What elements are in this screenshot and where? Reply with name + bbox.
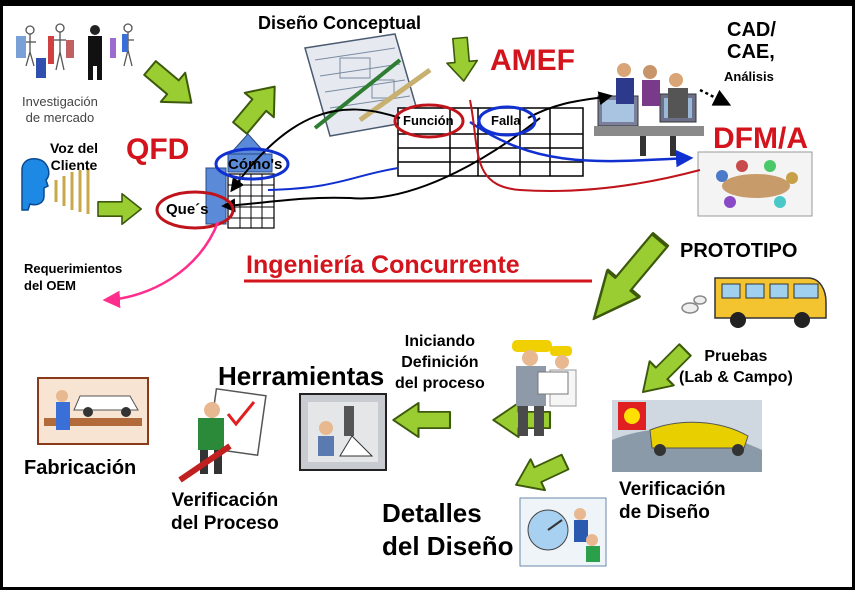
green-arrow-dfma-to-process-definition	[576, 224, 678, 334]
label-tooling: Herramientas	[218, 361, 385, 391]
lab-and-field-testing-illustration	[612, 400, 762, 472]
prototype-bus-illustration	[681, 277, 827, 328]
qfd-house-of-quality-matrix	[205, 133, 275, 229]
market-research-people-illustration	[16, 23, 134, 80]
title-concurrent-engineering: Ingeniería Concurrente	[246, 251, 520, 279]
label-qfd: QFD	[126, 133, 190, 166]
green-arrow-concept-to-amef	[444, 35, 480, 84]
green-arrow-qfd-to-concept	[224, 73, 291, 142]
label-funcion: Función	[403, 113, 454, 128]
pink-arrow-to-oem-requirements	[102, 221, 220, 309]
label-comos: Cómo's	[228, 156, 283, 173]
fabrication-assembly-illustration	[37, 377, 149, 445]
label-oem-requirements: Requerimientos del OEM	[24, 261, 123, 293]
dotted-arrow-cad-analysis	[699, 88, 732, 106]
label-process-verification: Verificación del Proceso	[171, 490, 279, 534]
flow-comos-to-amef	[267, 167, 399, 191]
label-fabrication: Fabricación	[24, 457, 137, 479]
flow-falla-to-dfma	[469, 120, 694, 168]
label-design-verification: Verificación de Diseño	[619, 479, 726, 523]
green-arrow-design-verification-to-details	[507, 445, 574, 502]
voice-of-customer-head-icon	[21, 157, 90, 214]
label-voice-of-customer: Voz del Cliente	[50, 140, 98, 173]
flow-falla-to-cad	[527, 91, 613, 119]
flow-falla-to-ques	[221, 117, 541, 213]
top-bar	[0, 0, 855, 6]
falla-highlight-circle	[477, 105, 537, 137]
green-arrow-research-to-qfd	[136, 52, 205, 119]
label-tests-lab-field: Pruebas (Lab & Campo)	[679, 348, 793, 386]
cad-cae-workstation-illustration	[594, 63, 704, 156]
process-verification-checklist-illustration	[178, 387, 267, 483]
label-analysis: Análisis	[724, 69, 774, 84]
red-flow-funcion-to-dfma	[469, 99, 701, 192]
label-conceptual-design: Diseño Conceptual	[258, 13, 422, 33]
label-falla: Falla	[491, 113, 521, 128]
label-ques: Que´s	[166, 201, 209, 218]
label-amef: AMEF	[490, 44, 575, 77]
green-arrow-voice-to-ques	[97, 193, 142, 225]
green-arrow-tooling-to-process-verification	[392, 401, 452, 439]
label-process-definition: Iniciando Definición del proceso	[395, 333, 485, 392]
funcion-highlight-circle	[393, 103, 465, 139]
label-cad-cae: CAD/ CAE,	[727, 19, 776, 63]
comos-highlight-circle	[214, 147, 290, 181]
label-dfma: DFM/A	[713, 122, 808, 155]
tooling-machine-illustration	[299, 393, 387, 471]
dfma-team-meeting-illustration	[697, 151, 813, 217]
amef-fmea-table	[397, 107, 584, 177]
ques-highlight-circle	[155, 190, 235, 230]
label-design-details: Detalles del Diseño	[382, 498, 514, 561]
engineers-reviewing-plans-illustration	[512, 340, 577, 436]
flow-funcion-to-comos	[230, 108, 401, 193]
label-market-research: Investigación de mercado	[22, 94, 98, 125]
label-prototype: PROTOTIPO	[680, 240, 798, 262]
design-details-team-illustration	[519, 497, 607, 567]
